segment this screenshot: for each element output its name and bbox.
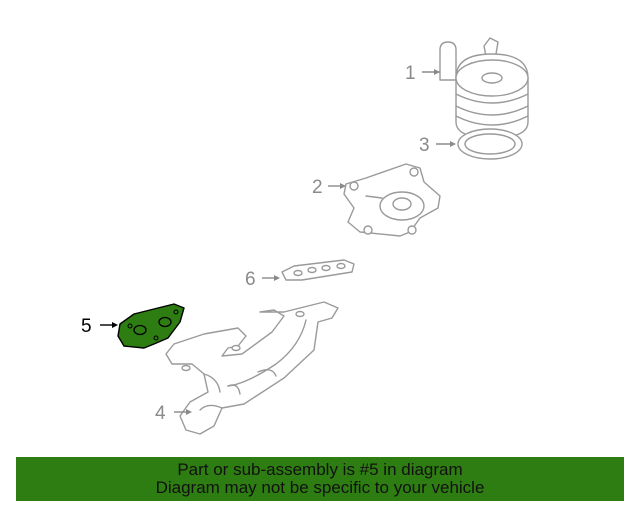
callout-5: 5 — [81, 316, 92, 337]
callout-6: 6 — [245, 269, 256, 290]
info-banner: Part or sub-assembly is #5 in diagram Di… — [16, 457, 624, 501]
part-6-gasket[interactable] — [281, 259, 355, 281]
part-3-gasket[interactable] — [457, 128, 523, 160]
callout-4: 4 — [155, 403, 166, 424]
info-banner-background — [16, 457, 624, 501]
banner-line-2: Diagram may not be specific to your vehi… — [155, 478, 485, 497]
banner-line-1: Part or sub-assembly is #5 in diagram — [177, 460, 463, 479]
callout-2: 2 — [312, 177, 323, 198]
part-5-gasket-highlighted[interactable] — [117, 303, 185, 349]
callout-1: 1 — [405, 63, 416, 84]
part-4-pipe[interactable] — [165, 301, 339, 435]
callout-3: 3 — [419, 135, 430, 156]
part-1-oil-cooler[interactable] — [439, 37, 529, 139]
part-2-bracket[interactable] — [343, 163, 441, 237]
